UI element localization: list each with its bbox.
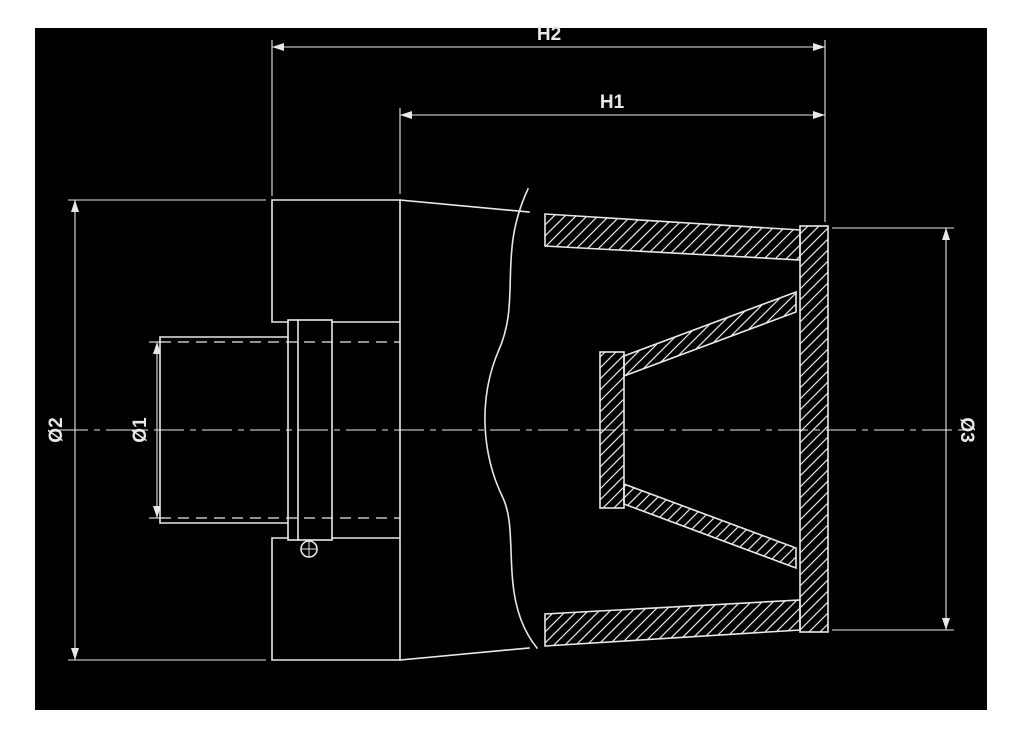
- dimension-dia2: Ø2: [46, 199, 266, 661]
- part-inlet-tube: [159, 336, 289, 524]
- part-clamp-screw: [300, 540, 318, 558]
- part-cone-outline: [399, 199, 530, 661]
- label-dia1: Ø1: [130, 417, 151, 443]
- label-dia3: Ø3: [956, 417, 977, 442]
- part-break-line: [484, 187, 539, 650]
- label-dia2: Ø2: [46, 417, 67, 442]
- dimension-h1: H1: [399, 92, 825, 194]
- drawing-canvas: [35, 28, 987, 710]
- part-hidden-bore: [160, 341, 400, 519]
- label-h2: H2: [537, 24, 561, 45]
- dimension-dia1: Ø1: [130, 341, 165, 519]
- dimension-h2: H2: [271, 24, 826, 222]
- part-clamp: [287, 319, 333, 541]
- label-h1: H1: [600, 92, 625, 113]
- part-inner-cone: [599, 290, 797, 570]
- part-end-cap: [799, 225, 829, 633]
- part-flange: [271, 199, 401, 661]
- dimension-dia3: Ø3: [832, 227, 977, 631]
